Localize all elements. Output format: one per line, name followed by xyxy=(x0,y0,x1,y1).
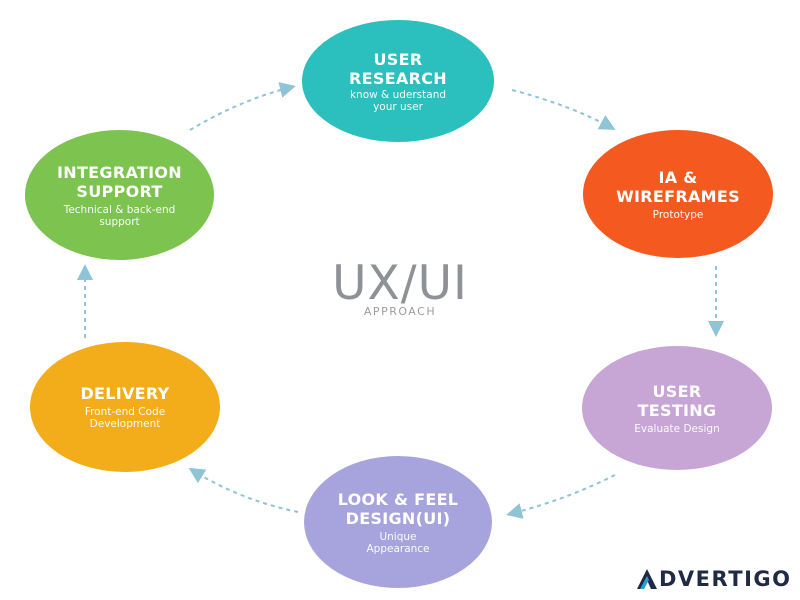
step-title: DESIGN(UI) xyxy=(345,508,451,528)
step-title: WIREFRAMES xyxy=(616,186,740,206)
step-subtitle: know & uderstand xyxy=(349,88,447,101)
step-delivery: DELIVERY Front-end Code Development xyxy=(30,342,220,472)
step-title: DELIVERY xyxy=(80,384,170,403)
arrow-testing-to-look xyxy=(506,474,616,519)
step-user-testing: USER TESTING Evaluate Design xyxy=(582,346,772,470)
step-user-research: USER RESEARCH know & uderstand your user xyxy=(302,20,494,142)
step-title: USER xyxy=(652,381,702,401)
step-subtitle: Prototype xyxy=(652,208,704,221)
step-subtitle: Development xyxy=(89,418,161,430)
step-title: USER xyxy=(373,49,423,69)
advertigo-watermark: DVERTIGO xyxy=(636,566,791,592)
advertigo-logo-icon xyxy=(637,569,657,589)
step-subtitle: Front-end Code xyxy=(84,406,166,418)
step-look-and-feel-design: LOOK & FEEL DESIGN(UI) Unique Appearance xyxy=(304,456,492,588)
step-integration-support: INTEGRATION SUPPORT Technical & back-end… xyxy=(25,130,214,260)
step-title: TESTING xyxy=(637,400,717,420)
step-subtitle: support xyxy=(99,215,140,228)
step-title: SUPPORT xyxy=(76,181,163,201)
step-title: IA & xyxy=(658,167,698,187)
arrow-look-to-delivery xyxy=(188,467,299,513)
step-subtitle: Unique xyxy=(379,530,417,543)
step-subtitle: Appearance xyxy=(366,542,430,555)
step-title: INTEGRATION xyxy=(57,162,182,182)
step-title: LOOK & FEEL xyxy=(337,489,459,509)
arrow-research-to-ia xyxy=(511,89,616,130)
center-subtitle: APPROACH xyxy=(363,305,437,318)
step-subtitle: Evaluate Design xyxy=(634,422,720,435)
arrow-support-to-research xyxy=(189,82,296,131)
step-ia-wireframes: IA & WIREFRAMES Prototype xyxy=(583,130,773,258)
step-title: RESEARCH xyxy=(349,68,447,88)
step-subtitle: Technical & back-end xyxy=(63,203,176,216)
center-title: UX/UI xyxy=(332,256,468,311)
step-subtitle: your user xyxy=(373,100,423,113)
watermark-text: DVERTIGO xyxy=(659,567,792,591)
